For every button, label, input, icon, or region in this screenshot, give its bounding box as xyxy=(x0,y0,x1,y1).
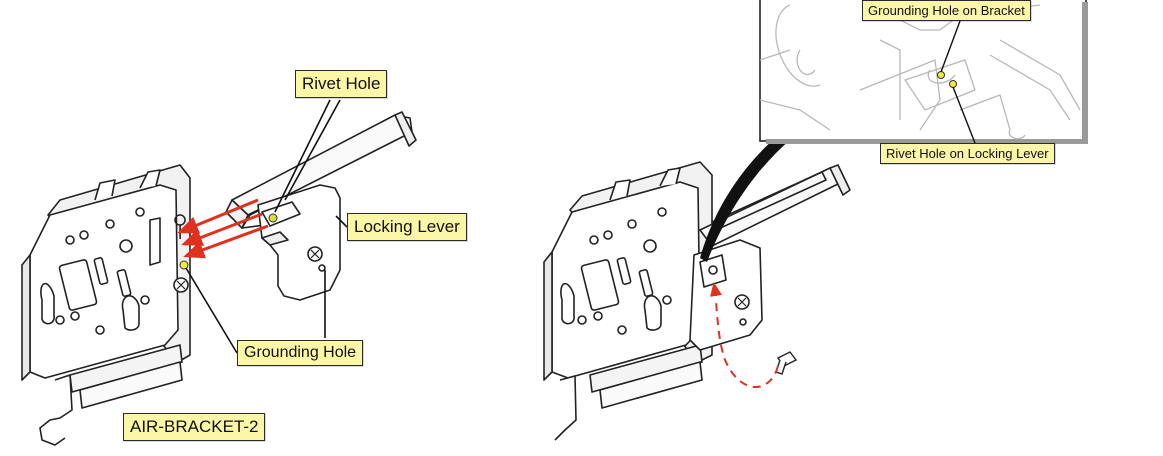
right-locking-lever xyxy=(689,164,851,351)
inset-grounding-hole-callout: Grounding Hole on Bracket xyxy=(862,0,1031,21)
screw-path-arrow xyxy=(710,282,779,388)
detail-inset xyxy=(759,0,1088,144)
grounding-screw xyxy=(775,351,798,375)
left-mounting-bracket xyxy=(21,164,191,446)
inset-zoom-wedge xyxy=(700,138,790,262)
grounding-hole-marker xyxy=(179,260,189,270)
installation-arrows xyxy=(177,198,269,259)
inset-grounding-point xyxy=(937,71,945,79)
right-mounting-bracket xyxy=(543,161,713,441)
locking-lever-callout: Locking Lever xyxy=(347,213,467,241)
rivet-hole-callout: Rivet Hole xyxy=(295,70,388,98)
rivet-hole-marker xyxy=(268,213,278,223)
inset-rivet-hole-callout: Rivet Hole on Locking Lever xyxy=(880,143,1055,164)
bracket-model-callout: AIR-BRACKET-2 xyxy=(123,413,266,441)
inset-rivet-point xyxy=(949,80,957,88)
grounding-hole-callout: Grounding Hole xyxy=(237,340,364,366)
left-locking-lever xyxy=(225,111,417,301)
left-leader-lines xyxy=(185,99,348,354)
